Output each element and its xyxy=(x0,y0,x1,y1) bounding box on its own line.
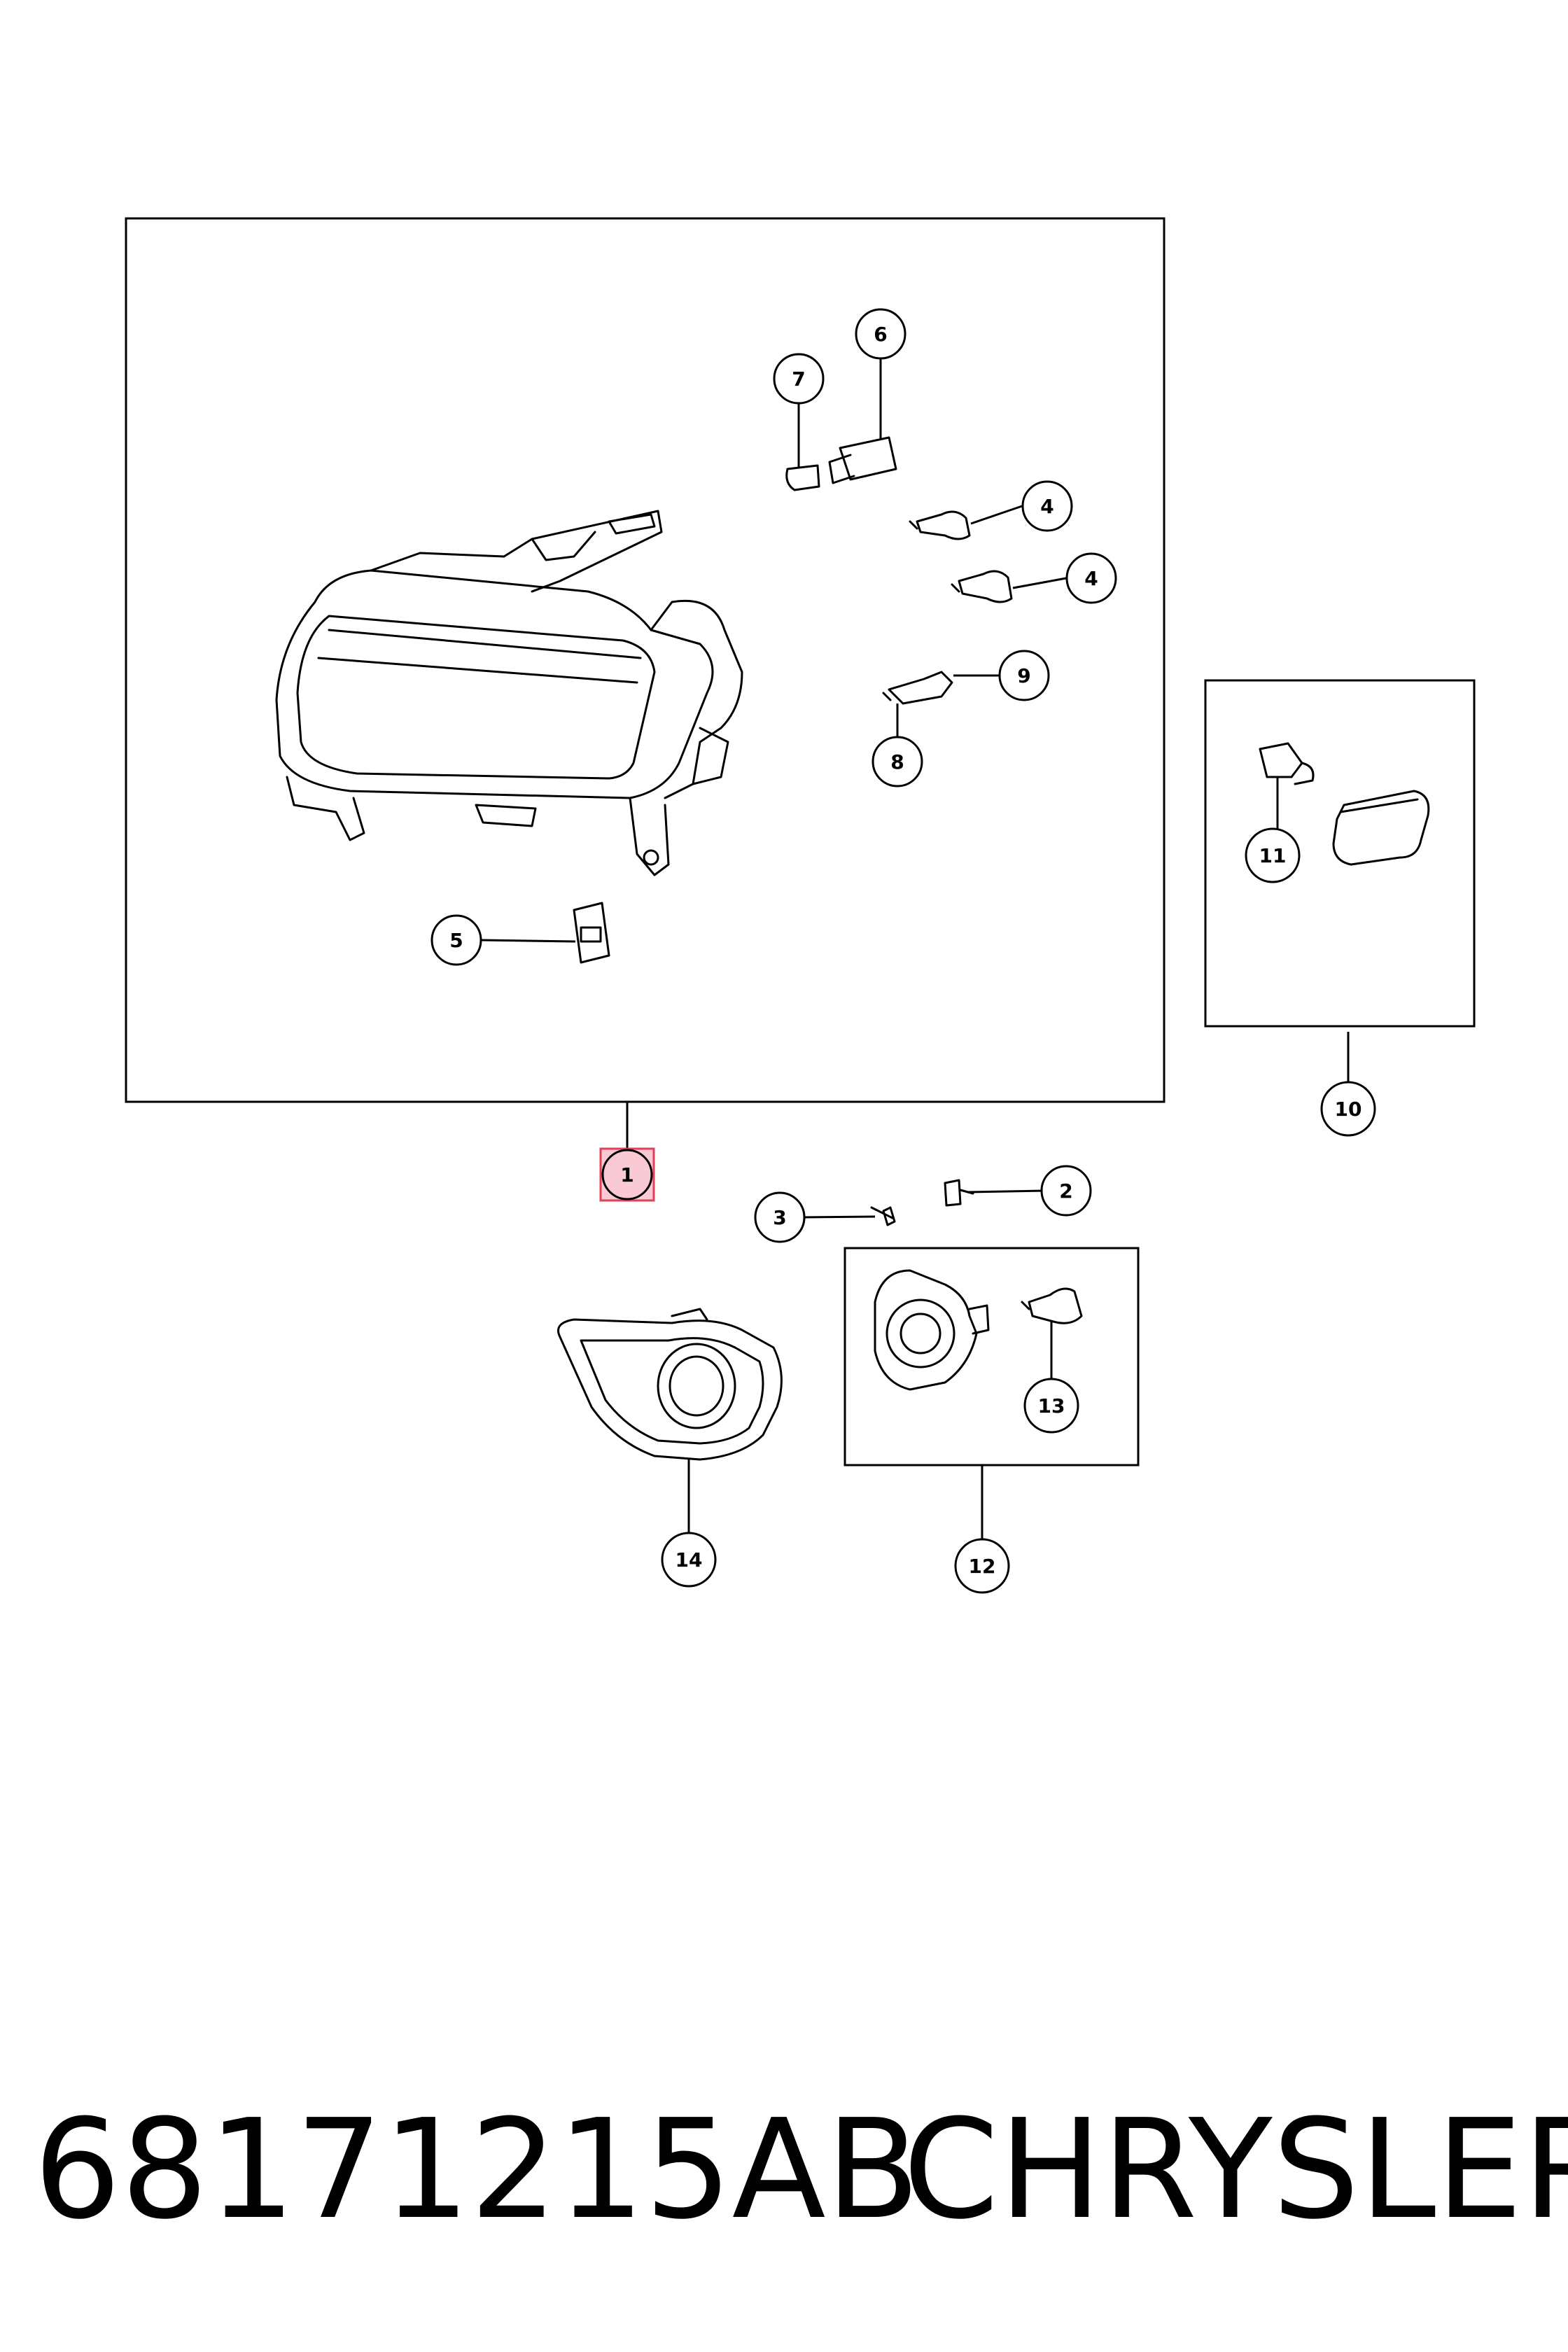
side-marker-drawing xyxy=(1259,742,1430,866)
callout-10-label: 10 xyxy=(1335,1098,1362,1121)
bracket-part xyxy=(573,902,610,964)
fog-lamp-drawing xyxy=(874,1269,1083,1391)
bulb-socket-part xyxy=(828,436,897,484)
headlamp-drawing xyxy=(275,510,743,876)
callout-11-label: 11 xyxy=(1259,844,1287,867)
callout-13-label: 13 xyxy=(1038,1394,1065,1418)
callout-9[interactable]: 9 xyxy=(998,650,1050,701)
side-marker-frame xyxy=(1204,679,1476,1028)
callout-6-label: 6 xyxy=(874,323,887,346)
callout-4-lower[interactable]: 4 xyxy=(1065,552,1117,604)
fog-lamp-frame xyxy=(844,1247,1140,1466)
callout-4-upper[interactable]: 4 xyxy=(1021,480,1073,532)
callout-9-label: 9 xyxy=(1017,664,1030,687)
bulb-small-part xyxy=(785,464,820,491)
callout-6[interactable]: 6 xyxy=(855,308,906,360)
callout-3-label: 3 xyxy=(773,1206,786,1229)
callout-1[interactable]: 1 xyxy=(599,1147,655,1202)
callout-1-label: 1 xyxy=(620,1163,634,1186)
headlamp-assembly-frame xyxy=(125,217,1166,1103)
callout-10[interactable]: 10 xyxy=(1320,1081,1376,1137)
part-number-caption: 68171215AB xyxy=(34,2090,920,2250)
callout-8-label: 8 xyxy=(890,750,904,774)
callout-14-label: 14 xyxy=(676,1548,703,1572)
callout-7[interactable]: 7 xyxy=(773,353,825,405)
brand-caption: CHRYSLER xyxy=(903,2090,1568,2250)
callout-12-label: 12 xyxy=(969,1555,996,1578)
callout-4-upper-label: 4 xyxy=(1040,495,1054,518)
bulb-lower-part xyxy=(951,570,1013,603)
bulb-upper-part xyxy=(909,510,971,540)
callout-7-label: 7 xyxy=(792,368,805,391)
callout-2[interactable]: 2 xyxy=(1040,1165,1092,1217)
callout-8[interactable]: 8 xyxy=(872,736,923,788)
callout-11[interactable]: 11 xyxy=(1245,827,1301,883)
screw-part xyxy=(870,1206,896,1226)
fog-lamp-bezel-drawing xyxy=(557,1308,783,1461)
turn-signal-socket-part xyxy=(882,671,953,705)
callout-2-label: 2 xyxy=(1059,1180,1072,1203)
callout-5[interactable]: 5 xyxy=(430,914,482,966)
callout-4-lower-label: 4 xyxy=(1084,567,1098,590)
leader-lines xyxy=(481,358,1350,1539)
callout-3[interactable]: 3 xyxy=(754,1191,806,1243)
callout-12[interactable]: 12 xyxy=(954,1538,1010,1594)
callout-5-label: 5 xyxy=(449,929,463,952)
callout-14[interactable]: 14 xyxy=(661,1532,717,1588)
callout-13[interactable]: 13 xyxy=(1023,1378,1079,1434)
